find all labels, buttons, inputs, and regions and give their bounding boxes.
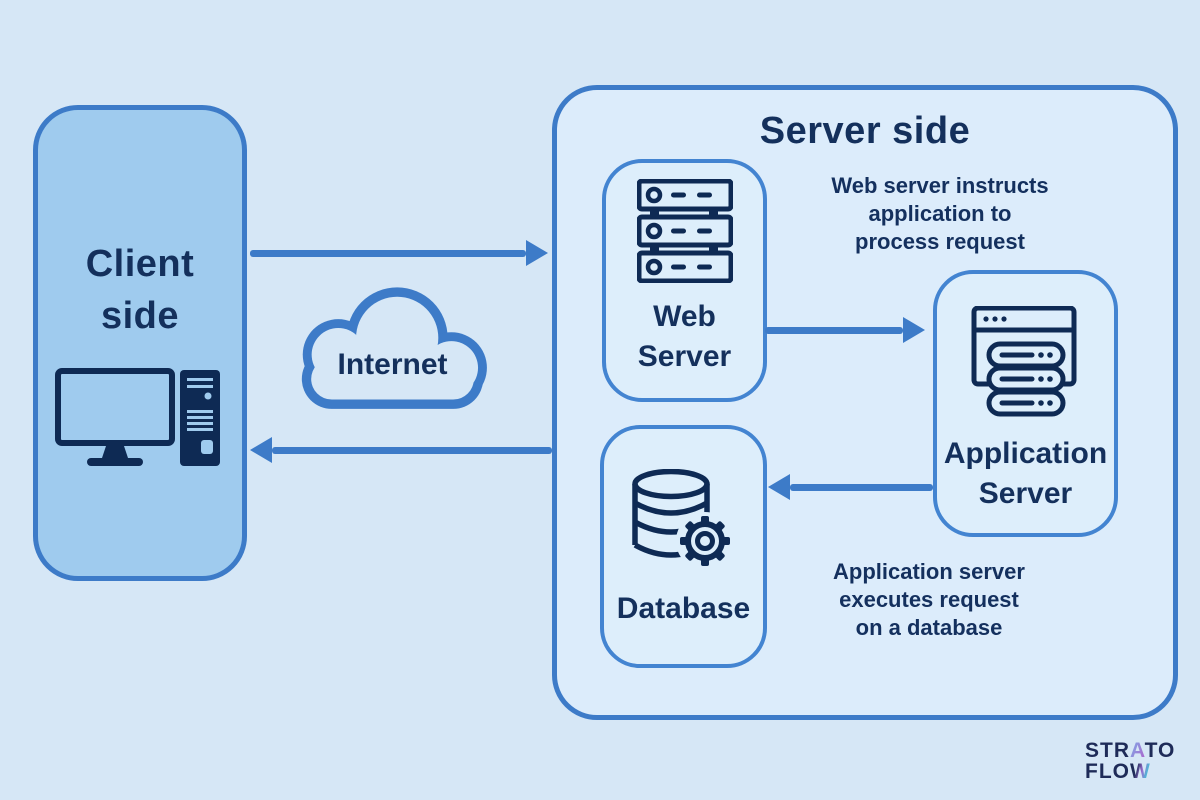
logo-str: STR xyxy=(1085,739,1130,762)
logo-to: TO xyxy=(1144,739,1176,762)
web-server-label: Web Server xyxy=(638,297,731,377)
cloud-icon xyxy=(301,287,487,409)
server-side-title: Server side xyxy=(759,110,971,152)
arrow-client-to-server-line xyxy=(250,249,526,257)
annotation-app-to-database-line1: Application server xyxy=(833,559,1025,584)
application-server-label-line1: Application xyxy=(943,437,1108,470)
arrow-client-to-server-head xyxy=(526,240,548,266)
server-side-panel: Server side xyxy=(552,85,1178,720)
annotation-app-to-database-line2: executes request xyxy=(839,587,1019,612)
internet-label: Internet xyxy=(337,348,448,381)
stratoflow-logo: STRATO FLOW xyxy=(1085,740,1175,782)
client-title-line1: Client xyxy=(85,243,195,285)
arrow-app-to-database-head xyxy=(768,474,790,500)
annotation-app-to-database-line3: on a database xyxy=(855,615,1003,640)
arrow-server-to-client-head xyxy=(250,437,272,463)
client-title-line2: side xyxy=(100,295,180,337)
application-server-label: Application Server xyxy=(944,434,1107,514)
client-side-panel: Client side xyxy=(33,105,247,581)
application-server-node: Application Server xyxy=(933,270,1118,537)
logo-a-gradient: A xyxy=(1130,739,1145,762)
annotation-web-to-app-line2: application to xyxy=(868,201,1012,226)
logo-w-gradient: W xyxy=(1130,760,1151,783)
arrow-app-to-database-line xyxy=(790,483,933,491)
arrow-server-to-client-line xyxy=(272,446,552,454)
logo-flo: FLO xyxy=(1085,760,1130,783)
web-server-label-line1: Web xyxy=(653,300,716,333)
desktop-computer-icon xyxy=(55,368,220,466)
stratoflow-logo-line2: FLOW xyxy=(1085,761,1175,782)
application-server-label-line2: Server xyxy=(978,477,1073,510)
web-server-node: Web Server xyxy=(602,159,767,402)
database-node: Database xyxy=(600,425,767,668)
internet-cloud: Internet xyxy=(285,276,500,424)
annotation-web-to-app: Web server instructs application to proc… xyxy=(805,172,1075,256)
client-side-title: Client side xyxy=(38,238,242,342)
web-server-icon xyxy=(636,179,733,283)
application-server-icon xyxy=(971,306,1076,417)
arrow-web-to-app-head xyxy=(903,317,925,343)
annotation-app-to-database: Application server executes request on a… xyxy=(794,558,1064,642)
annotation-web-to-app-line1: Web server instructs xyxy=(831,173,1049,198)
database-icon xyxy=(631,469,734,570)
stratoflow-logo-line1: STRATO xyxy=(1085,740,1175,761)
annotation-web-to-app-line3: process request xyxy=(855,229,1025,254)
web-server-label-line2: Server xyxy=(637,340,732,373)
database-label: Database xyxy=(616,592,751,625)
arrow-web-to-app-line xyxy=(765,326,903,334)
